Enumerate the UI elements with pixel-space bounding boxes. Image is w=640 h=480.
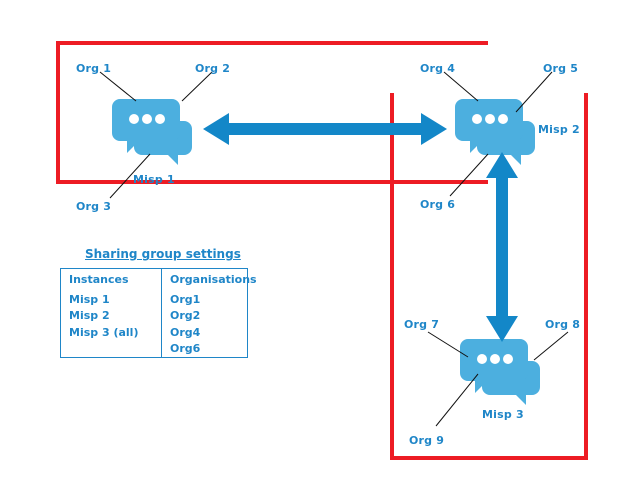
leader-line-org8 bbox=[533, 331, 569, 361]
table-row: Org6 bbox=[61, 340, 266, 357]
leader-line-org3 bbox=[109, 153, 151, 199]
cell-organisation-2: Org2 bbox=[170, 309, 201, 323]
cell-instance-3: Misp 3 (all) bbox=[61, 324, 162, 341]
table-row: Misp 2 Org2 bbox=[61, 308, 266, 325]
table-row: Misp 1 Org1 bbox=[61, 290, 266, 309]
org-label-org8: Org 8 bbox=[545, 318, 581, 331]
leader-line-org1 bbox=[99, 71, 137, 102]
cell-instance-1: Misp 1 bbox=[61, 290, 162, 309]
org-label-org1: Org 1 bbox=[76, 62, 112, 75]
node-label-misp1: Misp 1 bbox=[133, 173, 175, 186]
table-header-row: Instances Organisations bbox=[61, 269, 266, 290]
leader-line-org4 bbox=[443, 71, 479, 102]
connection-arrow-misp1-misp2 bbox=[203, 112, 447, 146]
org-label-org5: Org 5 bbox=[543, 62, 579, 75]
leader-line-org2 bbox=[181, 71, 213, 102]
org-label-org4: Org 4 bbox=[420, 62, 456, 75]
chat-bubbles-icon bbox=[455, 97, 541, 169]
org-label-org2: Org 2 bbox=[195, 62, 231, 75]
cell-organisation-4: Org6 bbox=[170, 341, 201, 355]
settings-table-title: Sharing group settings bbox=[85, 247, 241, 261]
leader-line-org6 bbox=[449, 153, 489, 197]
connection-arrow-misp2-misp3 bbox=[485, 152, 519, 342]
chat-bubbles-icon bbox=[112, 97, 198, 169]
org-label-org6: Org 6 bbox=[420, 198, 456, 211]
cell-instance-2: Misp 2 bbox=[61, 308, 162, 325]
cell-organisation-3: Org4 bbox=[170, 325, 201, 339]
column-header-instances: Instances bbox=[61, 269, 162, 290]
org-label-org7: Org 7 bbox=[404, 318, 440, 331]
sharing-group-settings-table: Instances Organisations Misp 1 Org1 Misp… bbox=[60, 268, 257, 358]
table-row: Misp 3 (all) Org4 bbox=[61, 324, 266, 341]
leader-line-org9 bbox=[435, 373, 479, 427]
column-header-organisations: Organisations bbox=[170, 273, 257, 286]
chat-bubbles-icon bbox=[460, 337, 546, 409]
cell-instance-empty bbox=[61, 340, 162, 357]
node-label-misp3: Misp 3 bbox=[482, 408, 524, 421]
org-label-org3: Org 3 bbox=[76, 200, 112, 213]
cell-organisation-1: Org1 bbox=[170, 293, 201, 306]
leader-line-org7 bbox=[427, 331, 469, 358]
leader-line-org5 bbox=[515, 71, 553, 113]
org-label-org9: Org 9 bbox=[409, 434, 445, 447]
node-label-misp2: Misp 2 bbox=[538, 123, 580, 136]
